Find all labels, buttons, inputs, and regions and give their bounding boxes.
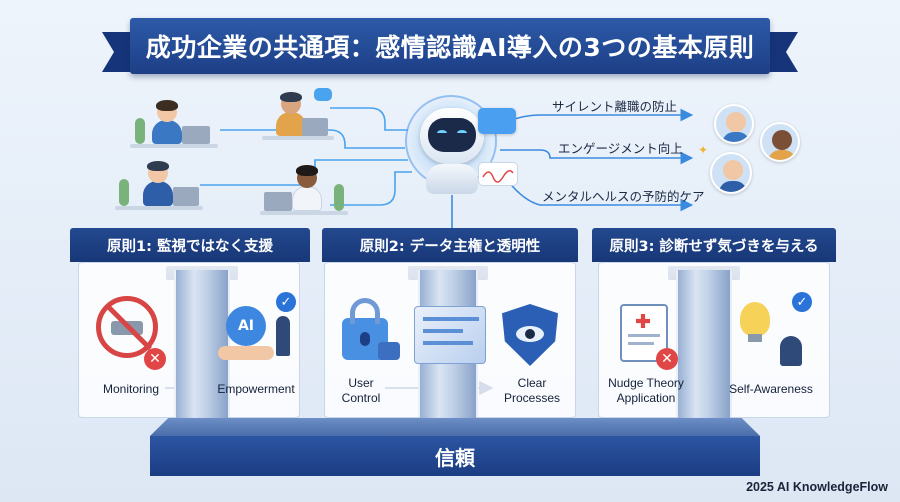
person-profile-icon xyxy=(780,336,802,366)
avatar-1 xyxy=(714,104,754,144)
nudge-theory-label: Nudge Theory Application xyxy=(608,376,684,405)
data-cube-icon xyxy=(414,306,486,364)
chat-bubble-icon xyxy=(478,108,516,134)
monitoring-label: Monitoring xyxy=(102,382,160,396)
flow-line-person-2 xyxy=(330,107,408,131)
robot-body xyxy=(426,164,478,194)
sparkle-icon: ✦ xyxy=(698,143,709,157)
cross-icon: ✕ xyxy=(144,348,166,370)
avatar-3 xyxy=(710,152,752,194)
self-awareness-label: Self-Awareness xyxy=(729,382,813,396)
flow-arrow-benefit-2 xyxy=(500,149,694,165)
benefit-silent-turnover: サイレント離職の防止 xyxy=(552,99,678,114)
robot-eye-right xyxy=(457,130,467,136)
check-icon: ✓ xyxy=(276,292,296,312)
worker-figure-1 xyxy=(130,96,220,148)
clear-processes-label: Clear Processes xyxy=(503,376,561,405)
page-title: 成功企業の共通項：感情認識AI導入の3つの基本原則 xyxy=(130,18,770,74)
avatar-2 xyxy=(760,122,800,162)
cross-icon-2: ✕ xyxy=(656,348,678,370)
robot-face xyxy=(428,118,476,152)
lightbulb-icon xyxy=(740,302,770,336)
person-silhouette-icon xyxy=(276,316,290,356)
worker-figure-2 xyxy=(262,88,337,140)
principle-2-header: 原則2: データ主権と透明性 xyxy=(322,228,578,262)
small-padlock-icon xyxy=(378,342,400,360)
benefit-engagement: エンゲージメント向上 xyxy=(558,141,683,156)
worker-figure-3 xyxy=(115,155,205,210)
lightbulb-base xyxy=(748,334,762,342)
foundation-step xyxy=(150,418,760,436)
benefit-mental-health: メンタルヘルスの予防的ケア xyxy=(542,189,705,204)
padlock-shackle xyxy=(350,298,380,324)
prohibited-camera-icon xyxy=(96,296,158,358)
empowerment-label: Empowerment xyxy=(217,382,295,396)
principle-3-header: 原則3: 診断せず気づきを与える xyxy=(592,228,836,262)
column-1-shaft xyxy=(176,270,228,420)
flow-line-person-1 xyxy=(220,129,405,149)
handshake-icon xyxy=(218,346,274,360)
principle-1-header: 原則1: 監視ではなく支援 xyxy=(70,228,310,262)
ai-badge-icon: AI xyxy=(226,306,266,346)
flow-line-person-4 xyxy=(330,171,412,206)
user-control-label: User Control xyxy=(341,376,381,405)
foundation-trust: 信頼 xyxy=(150,436,760,476)
worker-figure-4 xyxy=(260,160,350,215)
robot-eye-left xyxy=(437,130,447,136)
flow-arrow-benefit-1 xyxy=(499,108,694,126)
copyright-text: 2025 AI KnowledgeFlow xyxy=(746,480,888,494)
wave-chart-icon xyxy=(478,162,518,186)
check-icon-2: ✓ xyxy=(792,292,812,312)
